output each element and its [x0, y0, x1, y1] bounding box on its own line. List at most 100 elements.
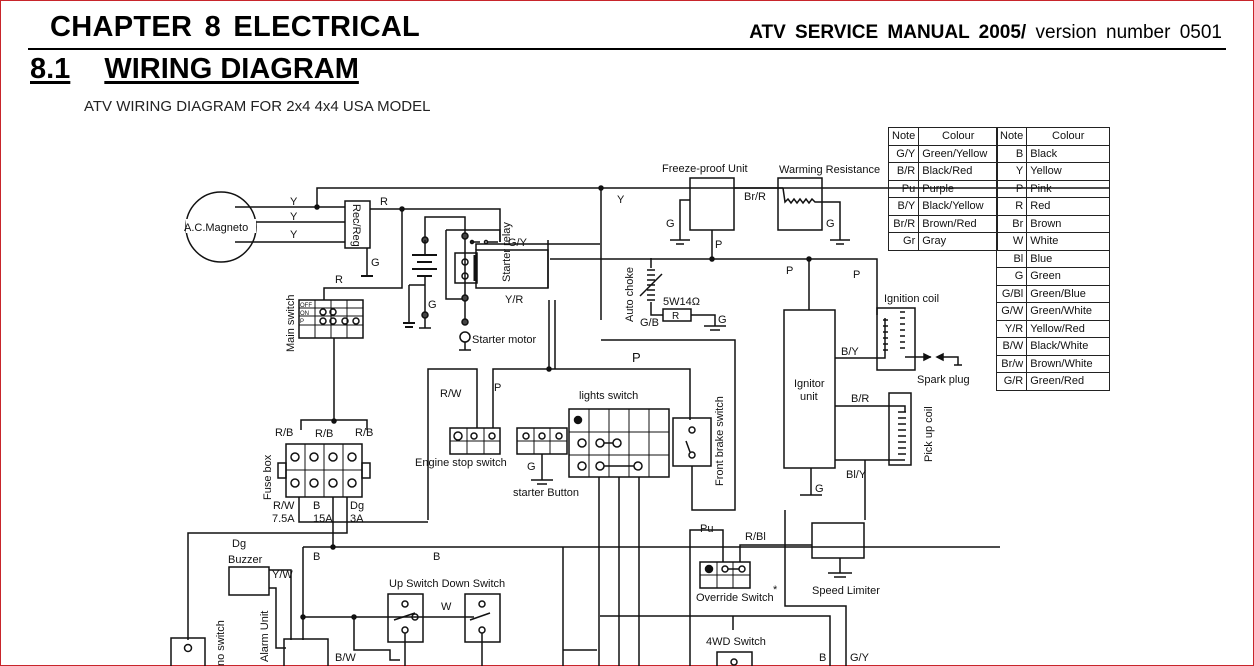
legend-note: G/W: [995, 302, 1028, 321]
starter-relay-box: [454, 252, 478, 284]
reverse-switch[interactable]: [170, 637, 206, 666]
legend-col-colour: Colour: [918, 127, 999, 146]
wire-label: B: [433, 551, 440, 563]
wire-label: P: [632, 350, 641, 365]
main-switch-p: P: [300, 319, 304, 325]
legend-note: Br: [995, 214, 1028, 233]
ignitor-unit-label-1: Ignitor: [794, 378, 825, 390]
legend-note: Y: [995, 162, 1028, 181]
ignitor-unit-label-2: unit: [800, 391, 818, 403]
wire-label: R/Bl: [745, 531, 766, 543]
legend-colour: Green/Red: [1026, 372, 1111, 391]
wire-label: Y: [290, 196, 298, 208]
main-switch-label: Main switch: [285, 295, 297, 352]
wire-label: P: [853, 269, 860, 281]
manual-version: version number 0501: [1026, 22, 1222, 43]
warming-resistance-label: Warming Resistance: [779, 164, 880, 176]
legend-colour: Black/Yellow: [918, 197, 999, 216]
legend-note: Pu: [887, 179, 920, 198]
wire-label: G: [718, 314, 727, 326]
legend-note: B/R: [887, 162, 920, 181]
legend-colour: Black/Red: [918, 162, 999, 181]
legend-note: B/Y: [887, 197, 920, 216]
legend-note: B: [995, 144, 1028, 163]
legend-note: W: [995, 232, 1028, 251]
lights-switch[interactable]: [568, 408, 670, 478]
legend-colour: Brown/White: [1026, 354, 1111, 373]
battery-symbol: [412, 254, 437, 277]
wire-label: G: [666, 218, 675, 230]
starter-motor-label: Starter motor: [472, 334, 537, 346]
legend-colour: Pink: [1026, 179, 1111, 198]
legend-colour: Gray: [918, 232, 999, 251]
magneto-wires: [235, 206, 345, 243]
buzzer: [228, 566, 270, 596]
wire-label: R/B: [355, 427, 373, 439]
warming-resistance: [777, 177, 823, 231]
fuse-rating: 7.5A: [272, 513, 295, 525]
legend-note: G: [995, 267, 1028, 286]
wire-label: Dg: [350, 500, 364, 512]
legend-colour: Brown/Red: [918, 214, 999, 233]
resistor-rating: 5W14Ω: [663, 296, 700, 308]
legend-colour: Black: [1026, 144, 1111, 163]
ignitor-unit: [783, 309, 836, 469]
wire-label: R: [380, 196, 388, 208]
reverse-switch-label: no switch: [215, 620, 227, 666]
p-bus: [550, 258, 878, 315]
alarm-unit-label: Alarm Unit: [259, 611, 271, 662]
legend-note: G/Bl: [995, 284, 1028, 303]
wire-label: G: [815, 483, 824, 495]
front-brake-switch-label: Front brake switch: [714, 396, 726, 486]
override-switch-label: Override Switch: [696, 592, 774, 604]
legend-colour: Green/Blue: [1026, 284, 1111, 303]
legend-note: R: [995, 197, 1028, 216]
diagram-subtitle: ATV WIRING DIAGRAM FOR 2x4 4x4 USA MODEL: [84, 98, 431, 115]
legend-note: Y/R: [995, 319, 1028, 338]
legend-colour: Green/White: [1026, 302, 1111, 321]
rec-reg-label: Rec/Reg: [350, 204, 362, 247]
wire-label: Bl/Y: [846, 469, 867, 481]
starter-button-label: starter Button: [513, 487, 579, 499]
starter-relay-label: Starter relay: [501, 222, 513, 282]
engine-stop-switch-label: Engine stop switch: [415, 457, 507, 469]
fuse-box-label: Fuse box: [262, 454, 274, 500]
manual-title: ATV SERVICE MANUAL 2005/ version number …: [749, 22, 1222, 44]
legend-note: G/Y: [887, 144, 920, 163]
legend-colour: Green: [1026, 267, 1111, 286]
wire-label: G: [428, 299, 437, 311]
freeze-proof-unit: [689, 177, 735, 231]
wire-label: Dg: [232, 538, 246, 550]
front-brake-switch[interactable]: [672, 417, 712, 467]
wire-label: R/W: [440, 388, 462, 400]
wire-label: P: [786, 265, 793, 277]
resistor-label: R: [672, 311, 679, 322]
legend-col-note: Note: [887, 127, 920, 146]
wire-label: Br/R: [744, 191, 766, 203]
wire-label: R/B: [315, 428, 333, 440]
main-switch-off: OFF: [300, 303, 312, 309]
y-main-wire: [316, 187, 1110, 207]
wire-label: Y: [290, 229, 298, 241]
4wd-switch[interactable]: [716, 651, 753, 666]
wire-label: G/Y: [850, 652, 870, 664]
legend-note: B/W: [995, 337, 1028, 356]
wire-label: Y: [617, 194, 625, 206]
legend-colour: Red: [1026, 197, 1111, 216]
section-number: 8.1: [30, 53, 71, 85]
